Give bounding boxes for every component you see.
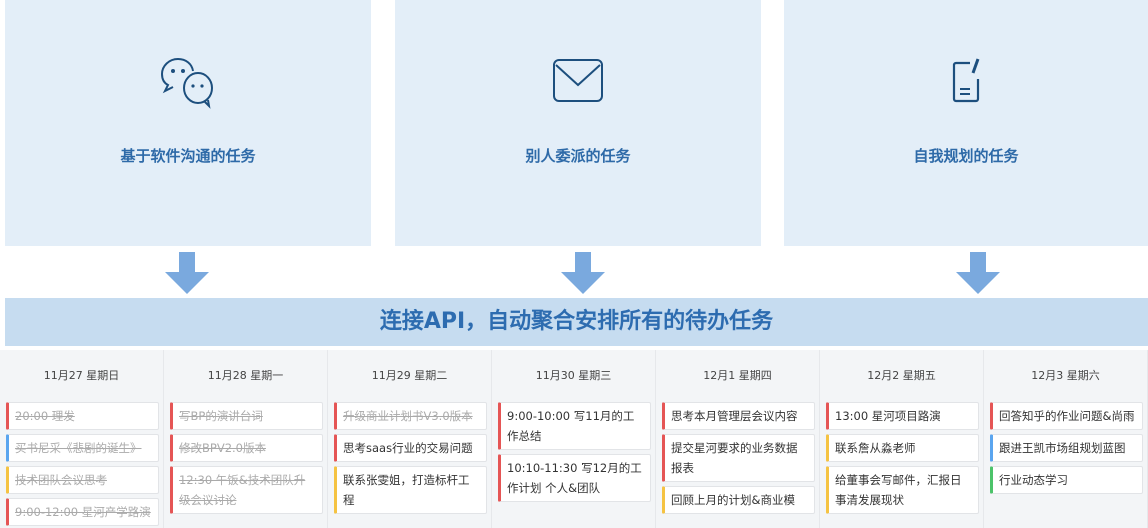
day-column: 12月1 星期四思考本月管理层会议内容提交星河要求的业务数据报表回顾上月的计划&…: [656, 350, 820, 528]
day-column: 12月2 星期五 13:00 星河项目路演联系詹从淼老师给董事会写邮件，汇报日事清…: [820, 350, 984, 528]
arrow-down-icon: [165, 252, 209, 294]
note-edit-icon: [952, 58, 980, 103]
day-header: 12月1 星期四: [703, 369, 772, 382]
task-card[interactable]: 跟进王凯市场组规划蓝图: [990, 434, 1143, 462]
day-column: 11月29 星期二升级商业计划书V3.0版本思考saas行业的交易问题联系张雯姐…: [328, 350, 492, 528]
panel-delegated-tasks: 别人委派的任务: [395, 0, 761, 246]
mail-icon: [553, 59, 603, 102]
task-card[interactable]: 提交星河要求的业务数据报表: [662, 434, 815, 482]
task-card[interactable]: 12:30 午饭&技术团队升级会议讨论: [170, 466, 323, 514]
wechat-icon: [160, 58, 213, 109]
task-card[interactable]: 写BP的演讲台词: [170, 402, 323, 430]
day-header: 11月28 星期一: [207, 369, 284, 382]
day-header: 12月2 星期五: [867, 369, 936, 382]
arrow-down-icon: [561, 252, 605, 294]
day-header: 12月3 星期六: [1031, 369, 1100, 382]
task-card[interactable]: 修改BPV2.0版本: [170, 434, 323, 462]
day-header: 11月30 星期三: [535, 369, 612, 382]
task-card[interactable]: 回答知乎的作业问题&尚雨: [990, 402, 1143, 430]
panel-label: 自我规划的任务: [913, 147, 1019, 165]
task-card[interactable]: 9:00-12:00 星河产学路演: [6, 498, 159, 526]
task-card[interactable]: 9:00-10:00 写11月的工作总结: [498, 402, 651, 450]
task-card[interactable]: 升级商业计划书V3.0版本: [334, 402, 487, 430]
task-card[interactable]: 思考saas行业的交易问题: [334, 434, 487, 462]
task-card[interactable]: 20:00 理发: [6, 402, 159, 430]
task-card[interactable]: 回顾上月的计划&商业模: [662, 486, 815, 514]
task-card[interactable]: 买书尼采《悲剧的诞生》: [6, 434, 159, 462]
task-card[interactable]: 技术团队会议思考: [6, 466, 159, 494]
task-card[interactable]: 思考本月管理层会议内容: [662, 402, 815, 430]
day-header: 11月27 星期日: [43, 369, 120, 382]
task-card[interactable]: 13:00 星河项目路演: [826, 402, 979, 430]
task-card[interactable]: 联系詹从淼老师: [826, 434, 979, 462]
panel-self-planned-tasks: 自我规划的任务: [784, 0, 1148, 246]
panel-label: 基于软件沟通的任务: [120, 147, 256, 165]
day-column: 12月3 星期六回答知乎的作业问题&尚雨跟进王凯市场组规划蓝图行业动态学习: [984, 350, 1148, 528]
week-calendar: 11月27 星期日 20:00 理发买书尼采《悲剧的诞生》技术团队会议思考 9:00…: [0, 350, 1148, 528]
arrow-down-icon: [956, 252, 1000, 294]
day-column: 11月27 星期日 20:00 理发买书尼采《悲剧的诞生》技术团队会议思考 9:00…: [0, 350, 164, 528]
panel-label: 别人委派的任务: [525, 147, 631, 165]
panel-software-tasks: 基于软件沟通的任务: [5, 0, 371, 246]
day-column: 11月28 星期一写BP的演讲台词修改BPV2.0版本 12:30 午饭&技术团队…: [164, 350, 328, 528]
day-header: 11月29 星期二: [371, 369, 448, 382]
task-card[interactable]: 给董事会写邮件，汇报日事清发展现状: [826, 466, 979, 514]
task-card[interactable]: 行业动态学习: [990, 466, 1143, 494]
api-banner: 连接API，自动聚合安排所有的待办任务: [5, 298, 1148, 346]
task-card[interactable]: 联系张雯姐，打造标杆工程: [334, 466, 487, 514]
task-card[interactable]: 10:10-11:30 写12月的工作计划 个人&团队: [498, 454, 651, 502]
